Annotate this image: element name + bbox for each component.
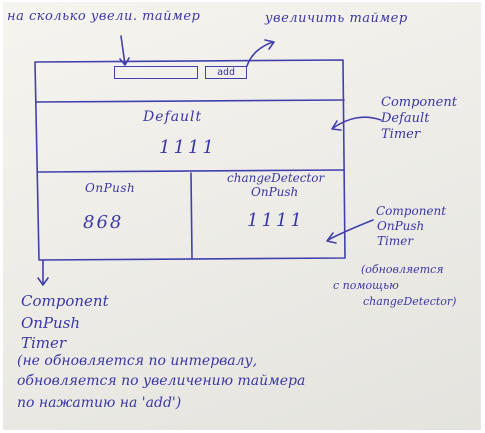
onpush-annotation-line-2: OnPush (377, 219, 425, 233)
add-button[interactable]: add (205, 66, 247, 79)
note-right-arrow (246, 39, 275, 67)
default-panel-title: Default (143, 109, 203, 125)
onpush-annotation-line-3: Timer (377, 234, 414, 248)
cd-annotation-arrow (326, 219, 374, 244)
cd-annotation-line-1: (обновляется (361, 263, 444, 276)
default-annotation-line-3: Timer (381, 127, 421, 142)
bottom-note-line-4: (не обновляется по интервалу, (17, 353, 258, 369)
header-divider (35, 99, 345, 103)
timer-increment-input[interactable] (114, 66, 198, 79)
default-panel-value: 1111 (159, 137, 217, 158)
app-frame (34, 59, 346, 261)
paper-sheet: на сколько увели. таймер увеличить тайме… (3, 2, 481, 430)
cd-panel-title-line2: OnPush (251, 185, 299, 199)
cd-panel-title-line1: changeDetector (227, 171, 325, 185)
default-annotation-line-1: Component (381, 95, 457, 110)
onpush-panel-title: OnPush (85, 181, 136, 195)
middle-divider (37, 169, 345, 173)
cd-panel-value: 1111 (247, 210, 305, 231)
default-annotation-arrow (331, 116, 382, 131)
cd-annotation-line-2: с помощью (333, 279, 399, 292)
top-left-note: на сколько увели. таймер (7, 9, 201, 24)
bottom-note-line-3: Timer (21, 334, 67, 352)
top-right-note: увеличить таймер (265, 11, 408, 26)
bottom-annotation-arrow (37, 259, 49, 286)
bottom-note-line-1: Component (21, 292, 109, 310)
bottom-note-line-2: OnPush (21, 314, 81, 332)
onpush-annotation-line-1: Component (376, 204, 447, 218)
note-left-arrow (119, 35, 130, 66)
default-annotation-line-2: Default (381, 111, 430, 126)
onpush-panel-value: 868 (83, 212, 124, 233)
bottom-note-line-6: по нажатию на 'add') (17, 395, 182, 411)
diagram-strokes (34, 35, 382, 286)
bottom-note-line-5: обновляется по увеличению таймера (17, 373, 306, 389)
vertical-divider (190, 172, 193, 259)
cd-annotation-line-3: changeDetector) (363, 295, 457, 308)
